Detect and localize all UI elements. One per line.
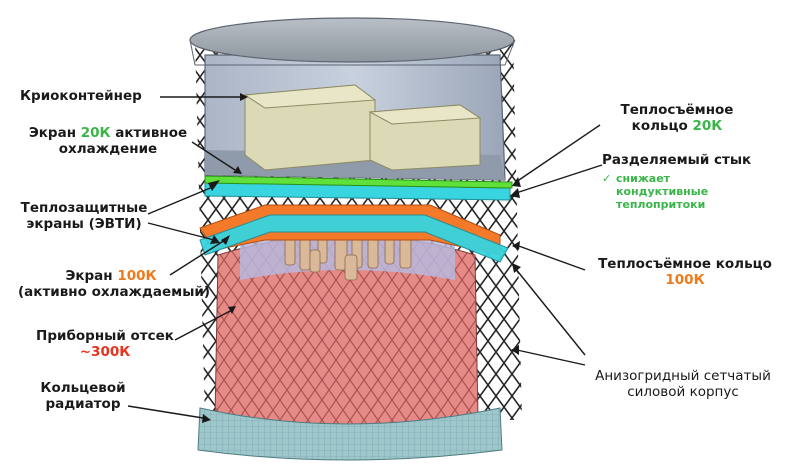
label-screen-20k: Экран 20К активное охлаждение bbox=[28, 125, 188, 157]
cryo-payload-blocks bbox=[243, 84, 482, 171]
label-anisogrid-hull: Анизогридный сетчатый силовой корпус bbox=[595, 368, 771, 400]
separable-joint bbox=[204, 175, 513, 189]
label-screen-100k: Экран 100К (активно охлаждаемый) bbox=[18, 268, 211, 300]
top-lid bbox=[189, 17, 515, 63]
label-ring-20k: Теплосъёмное кольцо 20К bbox=[620, 102, 734, 134]
label-joint-note: снижает кондуктивные теплопритоки bbox=[616, 172, 709, 211]
check-icon: ✓ bbox=[602, 172, 612, 185]
label-thermal-shields: Теплозащитные экраны (ЭВТИ) bbox=[20, 200, 148, 232]
label-cryocontainer: Криоконтейнер bbox=[20, 88, 142, 104]
label-separable-joint: Разделяемый стык bbox=[602, 152, 752, 168]
label-instrument-bay: Приборный отсек ~300К bbox=[36, 328, 174, 360]
arrowheads bbox=[202, 93, 521, 423]
label-ring-radiator: Кольцевой радиатор bbox=[40, 380, 126, 412]
label-ring-100k: Теплосъёмное кольцо 100К bbox=[598, 256, 772, 288]
ring-radiator bbox=[197, 407, 503, 461]
thermal-shields bbox=[199, 214, 509, 263]
leader-lines bbox=[127, 96, 603, 419]
